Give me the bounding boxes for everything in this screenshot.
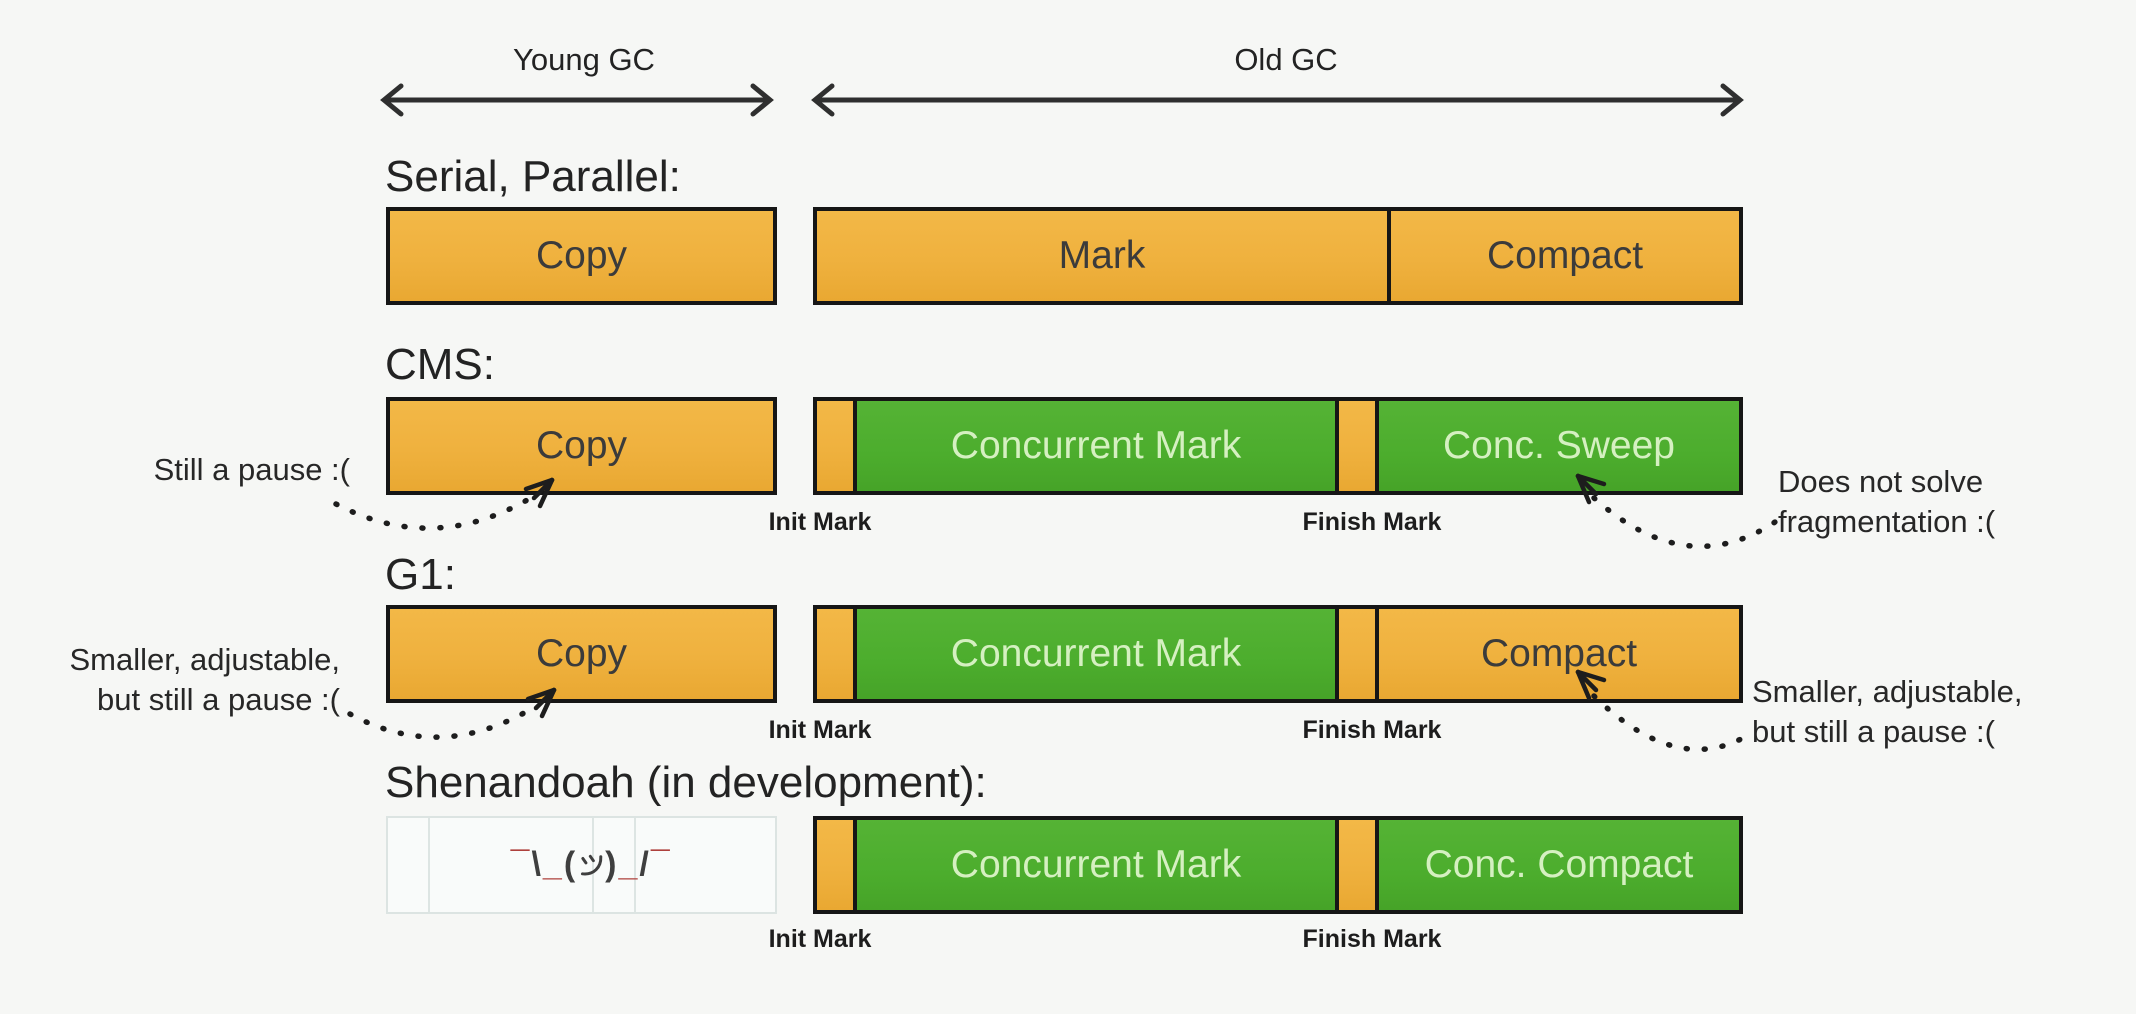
axis-label-young-gc: Young GC [513, 42, 655, 77]
young-gc-bar-g1: Copy [386, 605, 777, 703]
young-gc-bar-serial-parallel: Copy [386, 207, 777, 305]
annotation-does-not-solve-fragmentation: Does not solve fragmentation :( [1778, 464, 1996, 539]
segment-label: Concurrent Mark [950, 424, 1242, 467]
shrug-box: ¯\_( )_/¯ [386, 816, 777, 914]
annotation-smaller-adjustable-left: Smaller, adjustable, but still a pause :… [69, 642, 340, 717]
segment-copy: Copy [390, 211, 773, 301]
marker-label-finish-mark: Finish Mark [1302, 508, 1442, 536]
young-gc-arrow [380, 83, 774, 117]
segment-label: Conc. Sweep [1443, 424, 1675, 467]
segment-concurrent-mark: Concurrent Mark [857, 401, 1335, 491]
segment-label: Copy [535, 632, 628, 675]
shrug-box-divider [592, 818, 594, 912]
tsu-glyph [580, 854, 603, 875]
segment-conc-compact: Conc. Compact [1379, 820, 1739, 910]
pause-sliver-finish-mark [1339, 820, 1375, 910]
segment-mark: Mark [817, 211, 1387, 301]
axis-label-old-gc: Old GC [1234, 42, 1338, 77]
shrug-emoticon: ¯\_( )_/¯ [510, 845, 672, 884]
marker-label-init-mark: Init Mark [768, 925, 872, 953]
young-gc-bar-cms: Copy [386, 397, 777, 495]
old-gc-bar-shenandoah: Concurrent Mark Conc. Compact [813, 816, 1743, 914]
pause-sliver-finish-mark [1339, 401, 1375, 491]
segment-label: Concurrent Mark [950, 632, 1242, 675]
old-gc-bar-cms: Concurrent Mark Conc. Sweep [813, 397, 1743, 495]
marker-label-finish-mark: Finish Mark [1302, 925, 1442, 953]
marker-label-init-mark: Init Mark [768, 508, 872, 536]
annotation-still-a-pause: Still a pause :( [153, 452, 350, 487]
shrug-box-divider [428, 818, 430, 912]
segment-concurrent-mark: Concurrent Mark [857, 820, 1335, 910]
annotation-smaller-adjustable-right: Smaller, adjustable, but still a pause :… [1752, 674, 2023, 749]
segment-label: Mark [1058, 234, 1146, 277]
pause-sliver-finish-mark [1339, 609, 1375, 699]
pause-sliver-init-mark [817, 401, 853, 491]
old-gc-bar-serial-parallel: Mark Compact [813, 207, 1743, 305]
row-heading-cms: CMS: [385, 340, 495, 389]
row-heading-g1: G1: [385, 550, 456, 599]
pause-sliver-init-mark [817, 820, 853, 910]
row-heading-shenandoah: Shenandoah (in development): [385, 758, 987, 807]
segment-concurrent-mark: Concurrent Mark [857, 609, 1335, 699]
segment-compact: Compact [1379, 609, 1739, 699]
segment-label: Compact [1486, 234, 1644, 277]
segment-label: Copy [535, 424, 628, 467]
segment-label: Concurrent Mark [950, 843, 1242, 886]
row-heading-serial-parallel: Serial, Parallel: [385, 152, 681, 201]
marker-label-finish-mark: Finish Mark [1302, 716, 1442, 744]
segment-label: Copy [535, 234, 628, 277]
segment-copy: Copy [390, 609, 773, 699]
segment-label: Compact [1480, 632, 1638, 675]
old-gc-bar-g1: Concurrent Mark Compact [813, 605, 1743, 703]
segment-label: Conc. Compact [1424, 843, 1694, 886]
marker-label-init-mark: Init Mark [768, 716, 872, 744]
segment-compact: Compact [1391, 211, 1739, 301]
old-gc-arrow [811, 83, 1744, 117]
shrug-box-divider [634, 818, 636, 912]
segment-conc-sweep: Conc. Sweep [1379, 401, 1739, 491]
segment-copy: Copy [390, 401, 773, 491]
pause-sliver-init-mark [817, 609, 853, 699]
